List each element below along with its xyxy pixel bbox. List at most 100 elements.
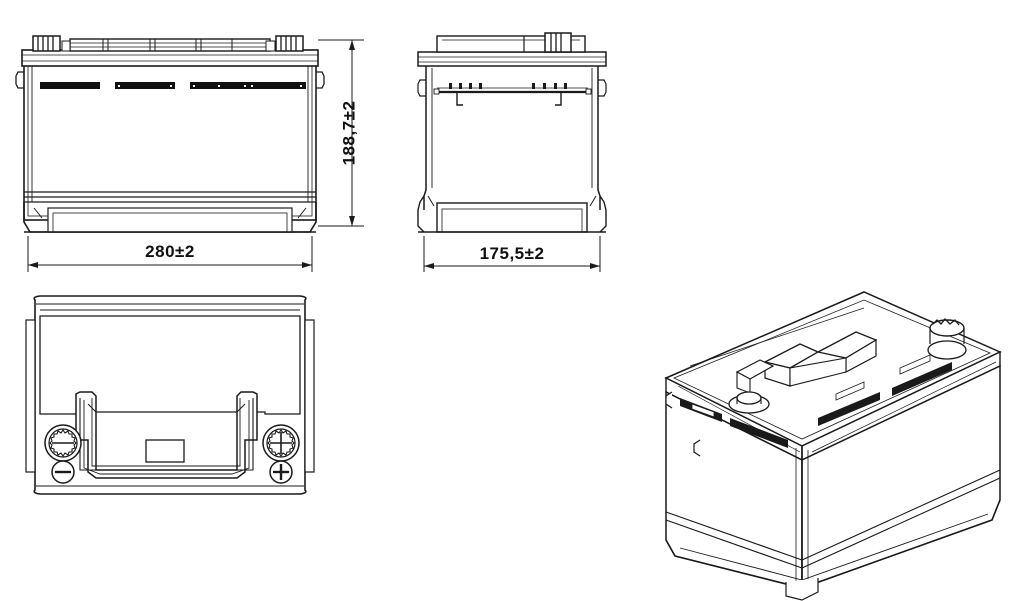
side-hanger-tooth-4 [479, 83, 482, 89]
front-vent-dot-2 [170, 85, 172, 87]
side-hanger-tooth-5 [532, 83, 535, 89]
height-dimension: 188,7±2 [318, 39, 364, 227]
height-arrow-top [349, 40, 355, 50]
front-vent-dot-4 [218, 85, 220, 87]
top-handle-bevel-left [87, 403, 97, 413]
top-handle-bevel-right [236, 403, 246, 413]
front-lid-tab-right [265, 40, 276, 52]
front-vent-strip-1 [40, 82, 100, 89]
side-right-foot [599, 195, 607, 233]
iso-positive-terminal-ribs [932, 318, 960, 326]
iso-top-detail-line-1 [689, 307, 865, 367]
positive-terminal [262, 424, 300, 484]
top-plan-view [25, 295, 315, 495]
length-arrow-right [302, 262, 312, 268]
front-base-chamfer-left [33, 207, 43, 219]
iso-vent-plate-3 [691, 403, 715, 418]
top-handle-recess-inner [83, 400, 250, 475]
side-hanger-tooth-6 [543, 83, 546, 89]
front-vent-dot-1 [118, 85, 120, 87]
iso-grip-ear-left-2 [693, 439, 701, 457]
iso-band-left-1 [665, 511, 803, 561]
side-hanger-leg-left [456, 92, 463, 106]
iso-vent-strip-1 [818, 392, 880, 426]
front-left-terminal-post [32, 35, 61, 52]
side-left-grip-ear [417, 79, 426, 97]
front-lid-centre-rail [69, 38, 271, 52]
top-left-rail-slot [25, 319, 36, 473]
iso-vent-group-left [680, 398, 788, 448]
length-dimension: 280±2 [27, 236, 313, 272]
negative-terminal-gear-teeth [49, 429, 77, 457]
iso-vent-group-right [818, 354, 952, 426]
iso-top-detail-line-2 [811, 361, 997, 453]
side-hanger-tooth-7 [554, 83, 557, 89]
side-hanger-tooth-1 [449, 83, 452, 89]
side-elevation-view [417, 32, 607, 233]
iso-top-detail-line-3 [677, 385, 801, 453]
side-terminal-post [544, 32, 572, 53]
iso-vent-plate-2 [899, 354, 931, 375]
iso-positive-terminal-sides [929, 328, 965, 344]
iso-band-right-2 [801, 477, 1001, 569]
iso-positive-terminal-post [929, 319, 965, 337]
side-hanger-end-right [585, 88, 592, 95]
length-arrow-left [28, 262, 38, 268]
side-hanger-tooth-2 [459, 83, 462, 89]
top-inner-lid-panel [39, 315, 301, 415]
front-base-chamfer-right [297, 207, 307, 219]
negative-terminal [44, 424, 82, 484]
side-foot-chamfer-left [427, 195, 435, 207]
side-left-wall [423, 65, 427, 210]
front-base-recess [47, 207, 293, 233]
width-dimension: 175,5±2 [423, 236, 601, 272]
height-dimension-label: 188,7±2 [339, 101, 358, 166]
top-handle-channel-line [91, 398, 241, 467]
iso-grip-ear-left [665, 391, 673, 409]
side-foot-chamfer-right [589, 195, 597, 207]
front-vent-strip-group [40, 82, 306, 89]
iso-vent-strip-4 [730, 418, 788, 448]
iso-band-left-2 [665, 519, 803, 569]
side-hanger-tooth-8 [564, 83, 567, 89]
iso-positive-terminal [927, 318, 967, 360]
iso-vent-plate-1 [835, 381, 865, 401]
iso-handle-floor [789, 357, 847, 387]
top-handle-pillar-left [79, 398, 96, 471]
iso-negative-terminal [728, 391, 770, 414]
front-right-terminal-post [275, 35, 304, 52]
top-handle-recess-outer [75, 391, 258, 479]
front-vent-dot-7 [300, 85, 302, 87]
side-hanger-end-left [433, 88, 440, 95]
top-handle-centre-tab [145, 439, 185, 463]
iso-negative-terminal-sides [736, 398, 762, 404]
front-vent-dot-5 [244, 85, 246, 87]
side-right-wall [597, 65, 601, 210]
front-elevation-view [15, 35, 325, 233]
height-arrow-bottom [349, 216, 355, 226]
front-vent-dot-6 [251, 85, 253, 87]
top-handle-pillar-right [237, 398, 254, 471]
iso-lid-top-inner [673, 299, 991, 440]
side-hanger-tooth-3 [469, 83, 472, 89]
front-vent-strip-4 [248, 82, 306, 89]
iso-base-corner-block [785, 578, 819, 601]
side-left-foot [417, 195, 425, 233]
side-right-grip-ear [598, 79, 607, 97]
iso-band-right-1 [801, 469, 1001, 561]
front-vent-strip-2 [115, 82, 175, 89]
iso-negative-terminal-post [736, 391, 762, 405]
iso-vent-strip-2 [892, 362, 952, 396]
width-arrow-left [424, 263, 434, 269]
width-dimension-label: 175,5±2 [480, 244, 545, 263]
front-right-grip-ear [316, 71, 325, 89]
side-hanger-leg-right [555, 92, 562, 106]
length-dimension-label: 280±2 [145, 242, 195, 261]
front-lid-slab [21, 49, 319, 67]
side-lid-slab [417, 51, 607, 67]
side-base-recess [436, 202, 588, 233]
iso-positive-terminal-base [927, 340, 967, 360]
width-arrow-right [590, 263, 600, 269]
